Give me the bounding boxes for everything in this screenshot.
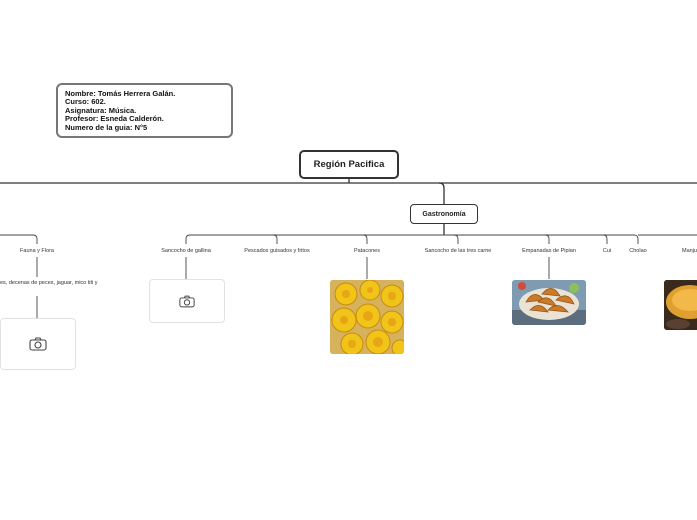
subtopic-sancocho-de-gallina[interactable]: Sancocho de gallina <box>161 248 211 254</box>
manjar-photo <box>664 280 697 330</box>
topic-gastronomia-label: Gastronomía <box>422 210 466 218</box>
subtopic-cui[interactable]: Cui <box>602 248 612 254</box>
subtopic-fauna-y-flora[interactable]: Fauna y Flora <box>20 248 54 254</box>
patacones-photo <box>330 280 404 354</box>
image-placeholder-sancocho[interactable] <box>149 279 225 323</box>
subtopic-manjar[interactable]: Manju <box>682 248 697 254</box>
image-placeholder-fauna[interactable] <box>0 318 76 370</box>
camera-icon <box>29 337 47 351</box>
root-topic-region-pacifica[interactable]: Región Pacifica <box>299 150 399 179</box>
root-title: Región Pacifica <box>313 159 385 170</box>
subtopic-empanadas-de-pipian[interactable]: Empanadas de Pipian <box>522 248 576 254</box>
subtopic-patacones[interactable]: Patacones <box>354 248 380 254</box>
info-guia: Numero de la guia: N°5 <box>65 122 148 132</box>
subtopic-pescados-guisados[interactable]: Pescados guisados y fritos <box>244 248 310 254</box>
info-asignatura: Asignatura: Música. <box>65 105 137 115</box>
info-curso: Curso: 602. <box>65 97 106 107</box>
info-profesor: Profesor: Esneda Calderón. <box>65 114 164 124</box>
fauna-detail-text: es, decenas de peces, jaguar, mico titi … <box>0 280 98 286</box>
student-info-box: Nombre: Tomás Herrera Galán. Curso: 602.… <box>56 83 233 138</box>
info-nombre: Nombre: Tomás Herrera Galán. <box>65 89 176 98</box>
topic-gastronomia[interactable]: Gastronomía <box>410 204 478 224</box>
camera-icon <box>179 295 195 307</box>
subtopic-sancocho-tres-carnes[interactable]: Sancocho de las tres carne <box>424 248 492 254</box>
empanadas-photo <box>512 280 586 325</box>
subtopic-cholao[interactable]: Cholao <box>629 248 647 254</box>
